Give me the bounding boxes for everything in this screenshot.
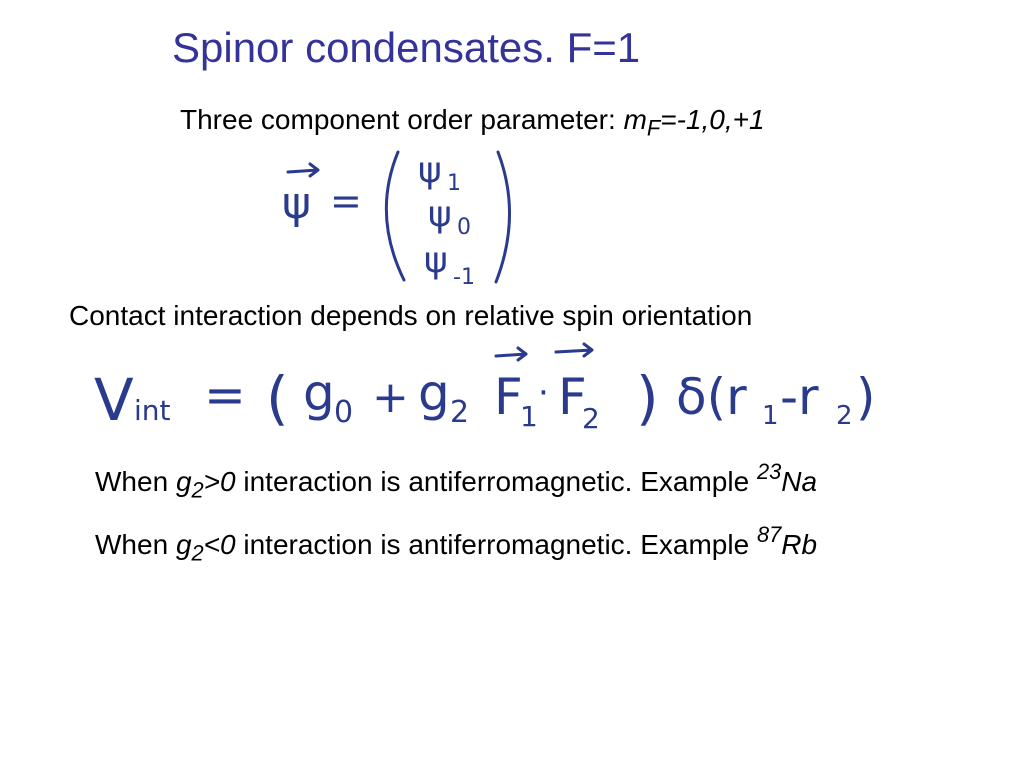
psi-component-1: ψ [418,150,442,191]
minus-r: -r [780,368,819,426]
psi-component-0: ψ [428,194,452,235]
element-symbol: Na [781,466,818,497]
v-subscript: int [134,394,171,427]
f1-subscript: 1 [520,400,538,433]
right-paren: ) [636,364,659,432]
psi-component-1-index: 1 [447,171,461,196]
g2-subscript: 2 [450,395,469,430]
m-subscript: F [646,115,661,141]
when-label: When [95,466,176,497]
m-values: =-1,0,+1 [660,104,765,135]
right-bracket [494,150,511,284]
vint-equals: = [204,366,246,424]
when-label: When [95,529,176,560]
g-subscript: 2 [191,477,204,503]
f2-arrow [554,342,594,358]
plus-sign: + [372,372,409,423]
psi-component-minus1: ψ [424,240,448,281]
close-paren: ) [856,368,876,426]
delta-r: δ(r [676,368,747,426]
f1-arrow [494,346,528,362]
vector-arrow [286,162,320,178]
interaction-text: interaction is antiferromagnetic. Exampl… [235,529,757,560]
v-symbol: V [94,366,134,434]
g-symbol: g [175,529,192,560]
g-subscript: 2 [191,540,204,566]
g-condition: <0 [203,529,236,560]
element-symbol: Rb [781,529,818,560]
psi-component-0-index: 0 [457,215,471,240]
f1-symbol: F [494,368,523,426]
left-paren: ( [266,364,289,432]
dot-product: · [538,373,549,413]
g-condition: >0 [203,466,236,497]
order-parameter-text: Three component order parameter: [180,104,624,135]
g0-subscript: 0 [334,395,353,430]
left-bracket [384,150,406,282]
g2-negative-line: When g2<0 interaction is antiferromagnet… [95,524,818,564]
contact-interaction-line: Contact interaction depends on relative … [69,300,753,331]
slide-title: Spinor condensates. F=1 [172,24,641,71]
psi-component-minus1-index: -1 [453,265,475,290]
mass-number: 23 [756,459,782,484]
g2-symbol: g [418,364,450,422]
psi-equals: = [330,179,362,223]
r2-subscript: 2 [836,401,853,431]
order-parameter-line: Three component order parameter: mF=-1,0… [180,104,765,139]
g0-symbol: g [303,364,335,422]
mass-number: 87 [756,522,782,547]
m-symbol: m [623,104,647,135]
interaction-text: interaction is antiferromagnetic. Exampl… [235,466,757,497]
g2-positive-line: When g2>0 interaction is antiferromagnet… [95,461,818,501]
f2-symbol: F [558,368,587,426]
r1-subscript: 1 [762,401,779,431]
psi-lhs: ψ [282,178,311,229]
g-symbol: g [175,466,192,497]
f2-subscript: 2 [582,402,600,435]
